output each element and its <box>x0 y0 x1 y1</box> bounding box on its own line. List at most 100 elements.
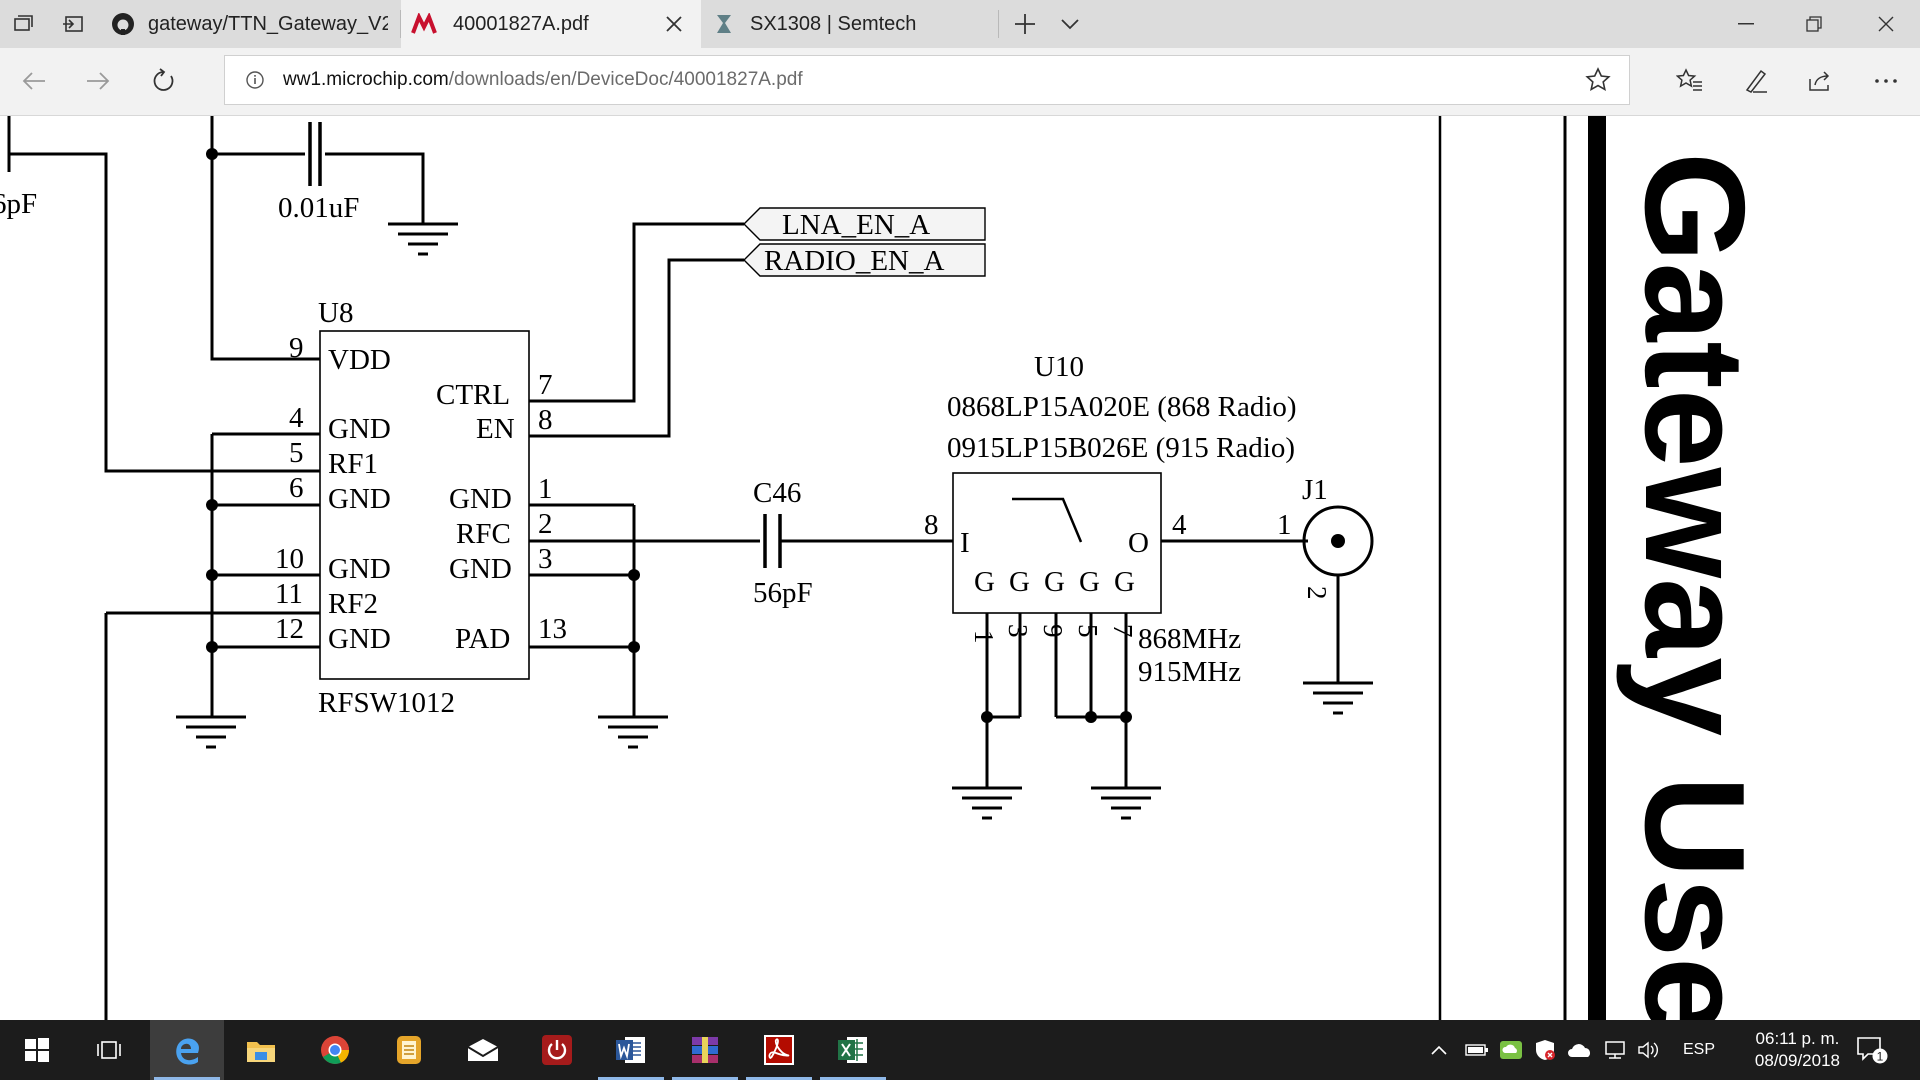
tray-network[interactable] <box>1598 1020 1632 1080</box>
pin-number: 12 <box>275 613 304 645</box>
tab-pdf[interactable]: 40001827A.pdf <box>401 0 701 48</box>
tab-semtech[interactable]: SX1308 | Semtech <box>702 0 998 48</box>
tab-preview-button[interactable] <box>0 0 46 48</box>
pin-number: 6 <box>289 472 304 504</box>
share-button[interactable] <box>1794 56 1846 106</box>
taskbar-power-app[interactable] <box>520 1020 594 1080</box>
schematic-diagram: 6pF 0.01uF LNA_EN_A RADIO_EN_A U8 RFSW10… <box>0 116 1774 1020</box>
u10-pin-out: O <box>1128 527 1149 559</box>
u8-part: RFSW1012 <box>318 687 455 719</box>
task-view-button[interactable] <box>72 1020 146 1080</box>
taskbar-mail[interactable] <box>446 1020 520 1080</box>
tab-separator <box>998 10 999 38</box>
github-icon <box>112 13 134 35</box>
c46-ref: C46 <box>753 477 801 509</box>
schematic-wires <box>7 116 1567 1020</box>
favorite-star-icon[interactable] <box>1585 67 1611 93</box>
shield-icon <box>1536 1040 1555 1060</box>
net-flag-radio <box>743 243 986 277</box>
windows-taskbar: ESP 06:11 p. m. 08/09/2018 1 <box>0 1020 1920 1080</box>
address-bar[interactable]: ww1.microchip.com/downloads/en/DeviceDoc… <box>224 55 1630 105</box>
close-tab-icon[interactable] <box>665 15 683 33</box>
input-language[interactable]: ESP <box>1670 1020 1728 1080</box>
tab-list-button[interactable] <box>1050 0 1090 48</box>
tray-security[interactable] <box>1528 1020 1562 1080</box>
taskbar-notes[interactable] <box>372 1020 446 1080</box>
u10-part-868: 0868LP15A020E (868 Radio) <box>947 391 1297 423</box>
microchip-icon <box>411 13 437 34</box>
tray-onedrive[interactable] <box>1562 1020 1598 1080</box>
more-button[interactable] <box>1860 56 1912 106</box>
pen-icon <box>1745 69 1767 93</box>
j1-ref: J1 <box>1302 474 1328 506</box>
net-label-radio: RADIO_EN_A <box>764 245 944 277</box>
close-window-button[interactable] <box>1852 0 1920 48</box>
pin-number: 8 <box>924 509 939 541</box>
cap-value-left: 6pF <box>0 188 37 220</box>
language-indicator: ESP <box>1682 1041 1715 1058</box>
forward-button[interactable] <box>72 56 124 106</box>
arrow-right-icon <box>87 72 110 90</box>
clock[interactable]: 06:11 p. m. 08/09/2018 <box>1755 1028 1840 1072</box>
pin-number: 10 <box>275 543 304 575</box>
pin-rf2: RF2 <box>328 588 378 620</box>
pin-gnd: GND <box>449 483 512 515</box>
taskbar-edge[interactable] <box>150 1020 224 1080</box>
action-center-button[interactable]: 1 <box>1846 1020 1898 1080</box>
pin-rfc: RFC <box>456 518 511 550</box>
pin-ctrl: CTRL <box>436 379 510 411</box>
minimize-icon <box>1738 23 1754 25</box>
taskbar-file-explorer[interactable] <box>224 1020 298 1080</box>
notes-icon <box>397 1036 421 1064</box>
notification-icon: 1 <box>1857 1037 1888 1064</box>
tab-separator <box>400 10 401 38</box>
tab-strip: gateway/TTN_Gateway_V2.3 40001827A.pdf S… <box>0 0 1920 48</box>
refresh-button[interactable] <box>138 56 190 106</box>
mail-icon <box>467 1039 499 1061</box>
pin-rf1: RF1 <box>328 448 378 480</box>
minimize-button[interactable] <box>1712 0 1780 48</box>
set-aside-tabs-button[interactable] <box>50 0 96 48</box>
taskbar-chrome[interactable] <box>298 1020 372 1080</box>
pdf-viewer[interactable]: 6pF 0.01uF LNA_EN_A RADIO_EN_A U8 RFSW10… <box>0 116 1920 1020</box>
u10-pin-g: G <box>1114 566 1135 598</box>
u10-pin-g: G <box>1009 566 1030 598</box>
taskbar-excel[interactable] <box>816 1020 890 1080</box>
tray-app[interactable] <box>1494 1020 1528 1080</box>
info-icon[interactable] <box>245 70 265 90</box>
active-indicator <box>154 1077 220 1080</box>
file-explorer-icon <box>247 1042 275 1062</box>
web-note-button[interactable] <box>1730 56 1782 106</box>
net-flag-lna <box>743 207 986 241</box>
restore-button[interactable] <box>1780 0 1848 48</box>
taskbar-winrar[interactable] <box>668 1020 742 1080</box>
pin-number: 2 <box>538 508 553 540</box>
chrome-icon <box>321 1036 349 1064</box>
open-indicator <box>820 1077 886 1080</box>
set-aside-icon <box>63 16 83 32</box>
start-button[interactable] <box>0 1020 74 1080</box>
windows-logo-icon <box>25 1038 49 1062</box>
pin-en: EN <box>476 413 515 445</box>
open-indicator <box>598 1077 664 1080</box>
pin-number: 5 <box>289 437 304 469</box>
taskbar-word[interactable] <box>594 1020 668 1080</box>
favorites-hub-button[interactable] <box>1664 56 1716 106</box>
new-tab-button[interactable] <box>1000 0 1050 48</box>
pin-vdd: VDD <box>328 344 391 376</box>
u8-ref: U8 <box>318 297 353 329</box>
back-button[interactable] <box>8 56 60 106</box>
taskbar-acrobat[interactable] <box>742 1020 816 1080</box>
pin-number: 3 <box>538 543 553 575</box>
semtech-icon <box>717 15 731 33</box>
cloud-app-icon <box>1500 1041 1522 1059</box>
document-sidebar-title: Gateway User <box>1615 152 1774 1020</box>
ellipsis-icon <box>1875 79 1897 83</box>
tab-github[interactable]: gateway/TTN_Gateway_V2.3 <box>100 0 400 48</box>
excel-icon <box>838 1037 867 1063</box>
show-hidden-icons-button[interactable] <box>1424 1020 1454 1080</box>
tray-battery[interactable] <box>1460 1020 1494 1080</box>
tabs-aside-icon <box>14 15 33 31</box>
pin-number: 13 <box>538 613 567 645</box>
tray-volume[interactable] <box>1632 1020 1666 1080</box>
